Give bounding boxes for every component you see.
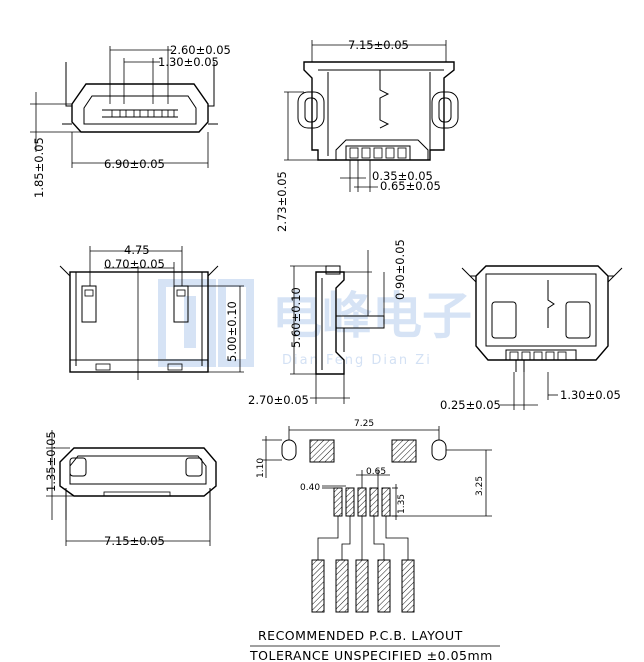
dim-side-width: 2.70±0.05 — [248, 393, 309, 407]
dim-back-pin-offset: 0.25±0.05 — [440, 398, 501, 412]
dim-pcb-depth: 3.25 — [475, 476, 485, 496]
pcb-lower-pad — [377, 559, 391, 613]
dim-front-width: 6.90±0.05 — [104, 157, 165, 171]
back-view — [461, 265, 623, 410]
pcb-anchor-pad-right — [391, 439, 417, 463]
dim-pcb-pad-height: 1.10 — [256, 458, 266, 478]
dim-top-height: 2.73±0.05 — [275, 171, 289, 232]
rear-view — [46, 430, 217, 546]
dim-top-pin-width: 0.35±0.05 — [372, 169, 433, 183]
side-view — [290, 250, 385, 404]
pcb-lower-pad — [311, 559, 325, 613]
pcb-oval-pad-left — [281, 439, 297, 461]
pcb-lower-pad — [401, 559, 415, 613]
top-view — [284, 40, 459, 192]
dim-bottom-depth: 5.00±0.10 — [225, 301, 239, 362]
dim-pcb-span: 7.25 — [354, 419, 374, 429]
dim-top-width: 7.15±0.05 — [348, 38, 409, 52]
dim-pcb-pad-pitch: 0.65 — [366, 467, 386, 477]
front-view — [30, 46, 218, 168]
pcb-oval-pad-right — [431, 439, 447, 461]
dim-rear-height: 1.35±0.05 — [44, 431, 58, 492]
dim-top-pin-pitch: 0.65±0.05 — [380, 179, 441, 193]
pcb-signal-pad — [381, 487, 391, 517]
pcb-lower-pad — [335, 559, 349, 613]
dim-pcb-pad-width: 0.40 — [300, 483, 320, 493]
pcb-signal-pad — [345, 487, 355, 517]
pcb-layout — [262, 426, 492, 613]
dim-bottom-width: 4.75 — [124, 243, 150, 257]
watermark-logo-icon — [158, 279, 254, 367]
dim-pcb-pad-len: 1.35 — [397, 494, 407, 514]
pcb-anchor-pad-left — [309, 439, 335, 463]
pcb-signal-pad — [333, 487, 343, 517]
pcb-layout-title: RECOMMENDED P.C.B. LAYOUT — [258, 628, 463, 643]
tolerance-note: TOLERANCE UNSPECIFIED ±0.05mm — [249, 648, 493, 662]
pcb-signal-pad — [357, 487, 367, 517]
dim-front-height: 1.85±0.05 — [32, 137, 46, 198]
dim-side-pin: 0.90±0.05 — [393, 239, 407, 300]
pcb-lower-pad — [355, 559, 369, 613]
dim-side-length: 5.60±0.10 — [289, 287, 303, 348]
pcb-signal-pad — [369, 487, 379, 517]
dim-bottom-slot: 0.70±0.05 — [104, 257, 165, 271]
dim-front-pin-pitch: 1.30±0.05 — [158, 55, 219, 69]
bottom-view — [59, 246, 244, 380]
dim-front-pin-pitch-total: 2.60±0.05 — [170, 43, 231, 57]
dim-rear-width: 7.15±0.05 — [104, 534, 165, 548]
watermark-subtext: Dian Feng Dian Zi — [282, 353, 432, 368]
dim-back-pin-pitch: 1.30±0.05 — [560, 388, 621, 402]
